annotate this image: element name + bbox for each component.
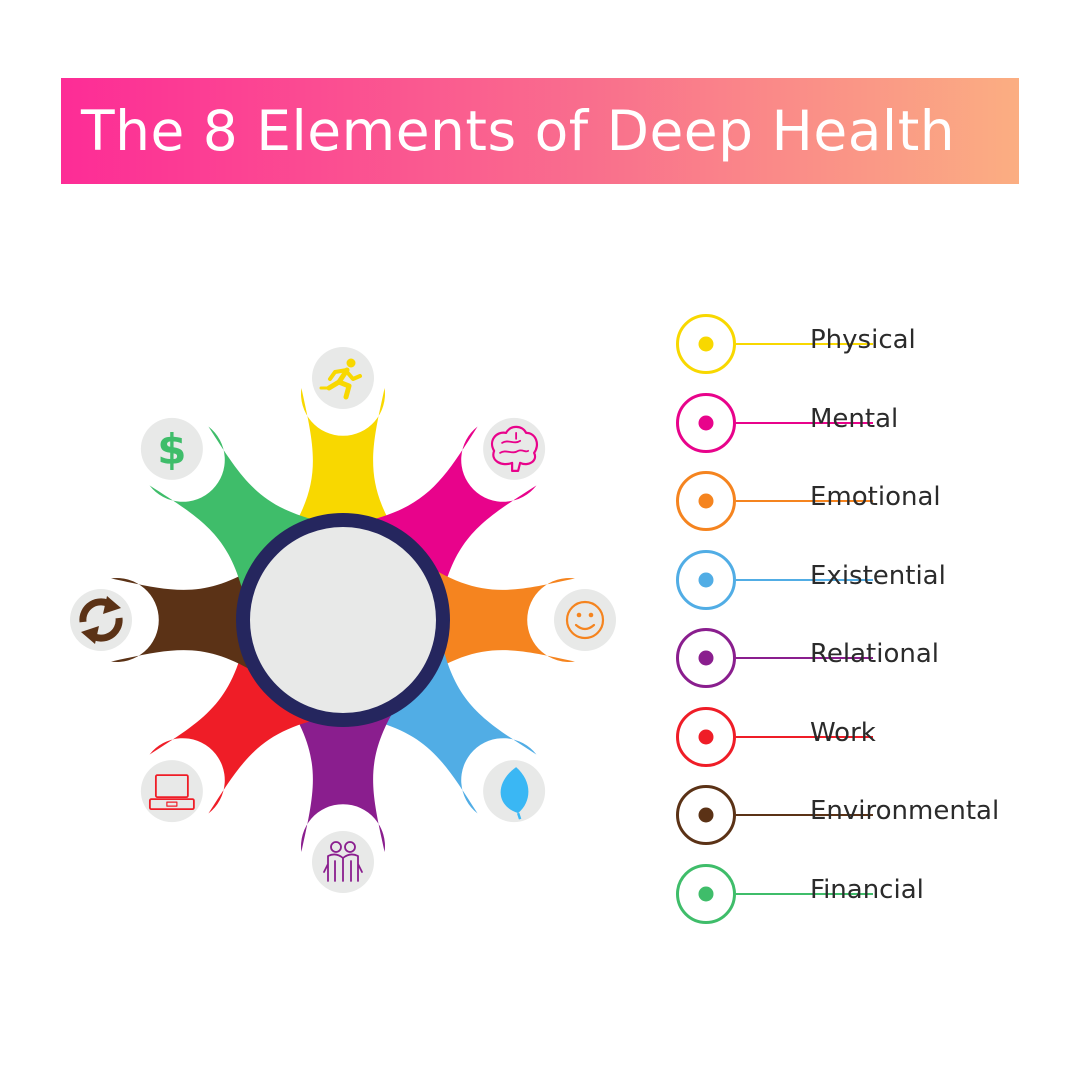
petal-emotional <box>413 556 575 684</box>
legend-label: Work <box>810 717 876 748</box>
legend-label: Emotional <box>810 482 941 512</box>
icon-circle-environmental <box>70 589 132 651</box>
legend-label: Relational <box>810 639 940 669</box>
legend-ring-icon <box>676 628 736 688</box>
legend-label: Environmental <box>810 796 1000 826</box>
legend-connector <box>736 421 873 424</box>
legend-item-emotional: Emotional <box>676 471 1076 531</box>
legend-item-existential: Existential <box>676 549 1076 610</box>
hub-circle <box>236 513 450 727</box>
title-banner: The 8 Elements of Deep Health <box>61 78 1019 184</box>
legend-ring-icon <box>676 785 736 845</box>
legend-connector <box>736 892 873 895</box>
legend-ring-icon <box>676 314 736 374</box>
legend-connector <box>736 657 873 659</box>
legend-item-financial: Financial <box>676 863 1076 924</box>
icon-circle-emotional <box>554 589 616 651</box>
legend-ring-icon <box>676 471 736 531</box>
legend-connector <box>736 735 873 738</box>
running-person-icon <box>319 358 362 400</box>
brain-icon <box>490 425 538 472</box>
legend-ring-icon <box>676 549 736 610</box>
legend-connector <box>736 814 873 816</box>
legend-ring-icon <box>676 706 736 767</box>
petal-relational <box>279 690 407 852</box>
legend-item-relational: Relational <box>676 628 1076 688</box>
legend-label: Mental <box>810 403 899 434</box>
legend-label: Financial <box>810 874 924 905</box>
legend-connector <box>736 343 873 345</box>
legend-dot-icon <box>698 572 714 587</box>
legend-dot-icon <box>698 807 714 823</box>
legend-label: Physical <box>810 325 916 355</box>
legend-connector <box>736 500 873 502</box>
legend-item-mental: Mental <box>676 392 1076 453</box>
legend-item-environmental: Environmental <box>676 785 1076 845</box>
legend-ring-icon <box>676 863 736 924</box>
wheel-hub <box>236 513 450 727</box>
leaf-icon <box>500 767 529 820</box>
petal-physical <box>279 388 407 550</box>
dollar-sign-icon: $ <box>157 425 186 474</box>
laptop-icon <box>148 774 195 811</box>
legend-dot-icon <box>698 729 714 744</box>
petal-environmental <box>111 556 273 684</box>
icon-circle-work <box>140 760 203 823</box>
legend-dot-icon <box>698 336 714 352</box>
wheel-icons: $ <box>70 347 616 893</box>
two-people-icon <box>323 841 363 882</box>
legend-label: Existential <box>810 560 946 591</box>
legend-dot-icon <box>698 886 714 901</box>
legend-dot-icon <box>698 493 714 509</box>
smiley-face-icon <box>565 600 605 640</box>
recycle-icon <box>79 596 123 644</box>
legend-item-work: Work <box>676 706 1076 767</box>
legend-ring-icon <box>676 392 736 453</box>
icon-circle-financial <box>140 417 203 480</box>
svg-text:$: $ <box>157 425 186 474</box>
page-title: The 8 Elements of Deep Health <box>81 99 956 163</box>
legend-connector <box>736 578 873 581</box>
legend-item-physical: Physical <box>676 314 1076 374</box>
legend-dot-icon <box>698 415 714 430</box>
legend-dot-icon <box>698 650 714 666</box>
